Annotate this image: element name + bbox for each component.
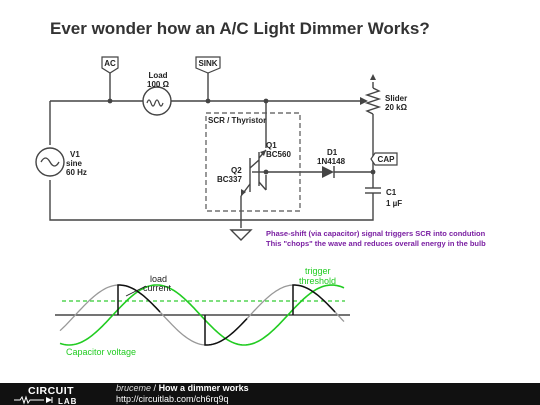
- logo-top: CIRCUIT: [28, 385, 74, 397]
- footer-project: How a dimmer works: [158, 383, 249, 393]
- q2-name: Q2: [231, 166, 242, 175]
- q2-arrow-icon: [241, 189, 246, 196]
- trigger-label-1: trigger: [305, 266, 331, 276]
- q2-part: BC337: [217, 175, 242, 184]
- logo-bottom: LAB: [58, 397, 77, 405]
- q2-collector-leg: [249, 159, 260, 169]
- load-name: Load: [148, 71, 167, 80]
- capacitor-voltage-label: Capacitor voltage: [66, 347, 136, 357]
- footer-separator: /: [153, 383, 157, 393]
- circuit-wires: [49, 73, 382, 241]
- note-line-2: This "chops" the wave and reduces overal…: [266, 239, 486, 248]
- capacitor-wave: [59, 284, 345, 346]
- ground-icon: [229, 229, 253, 241]
- sink-tag-label: SINK: [198, 59, 217, 68]
- v1-name: V1: [70, 150, 80, 159]
- q1-name: Q1: [266, 141, 277, 150]
- v1-freq: 60 Hz: [66, 168, 87, 177]
- cap-tag-label: CAP: [378, 155, 396, 164]
- bulb-filament: [146, 99, 164, 107]
- sink-tag: SINK: [195, 56, 221, 74]
- chopped-wave: [117, 284, 336, 346]
- wiper-arrow-icon: [360, 97, 368, 105]
- ac-tag-label: AC: [104, 59, 116, 68]
- c1-value: 1 µF: [386, 199, 402, 208]
- cap-tag: CAP: [370, 152, 398, 166]
- waveform-plot: load current trigger threshold Capacitor…: [55, 266, 350, 357]
- slider-value: 20 kΩ: [385, 103, 408, 112]
- scr-box-label: SCR / Thyristor: [208, 116, 266, 125]
- circuit-diagram: AC SINK CAP Load 100 Ω SCR / Thyristor Q…: [35, 56, 486, 357]
- footer-bar: CIRCUIT LAB bruceme / How a dimmer works…: [0, 383, 540, 405]
- scr-box: [205, 112, 301, 212]
- footer-user[interactable]: bruceme: [116, 383, 152, 393]
- bulb-icon: [142, 86, 172, 116]
- d1-part: 1N4148: [317, 157, 346, 166]
- q1-part: BC560: [266, 150, 291, 159]
- d1-name: D1: [327, 148, 338, 157]
- diode-icon: [322, 166, 334, 178]
- load-label-1: load: [150, 274, 167, 284]
- pot-zigzag: [364, 87, 382, 115]
- note-line-1: Phase-shift (via capacitor) signal trigg…: [266, 229, 486, 238]
- load-label-2: current: [143, 283, 172, 293]
- sine-glyph: [40, 157, 60, 167]
- page-title: Ever wonder how an A/C Light Dimmer Work…: [50, 19, 430, 38]
- junctions: [107, 98, 376, 175]
- footer-user-line: bruceme / How a dimmer works: [116, 383, 249, 393]
- circuitlab-logo: CIRCUIT LAB: [14, 385, 77, 405]
- footer-url[interactable]: http://circuitlab.com/ch6rq9q: [116, 394, 229, 404]
- slider-name: Slider: [385, 94, 407, 103]
- load-value: 100 Ω: [147, 80, 170, 89]
- trigger-label-2: threshold: [299, 276, 336, 286]
- load-pointer: [125, 285, 147, 297]
- pot-arrow-icon: [370, 74, 376, 80]
- q1-arrow-icon: [260, 150, 266, 156]
- v1-type: sine: [66, 159, 83, 168]
- wire-bottom: [49, 180, 374, 221]
- c1-name: C1: [386, 188, 397, 197]
- ac-tag: AC: [101, 56, 119, 74]
- q1-collector-leg: [258, 181, 267, 191]
